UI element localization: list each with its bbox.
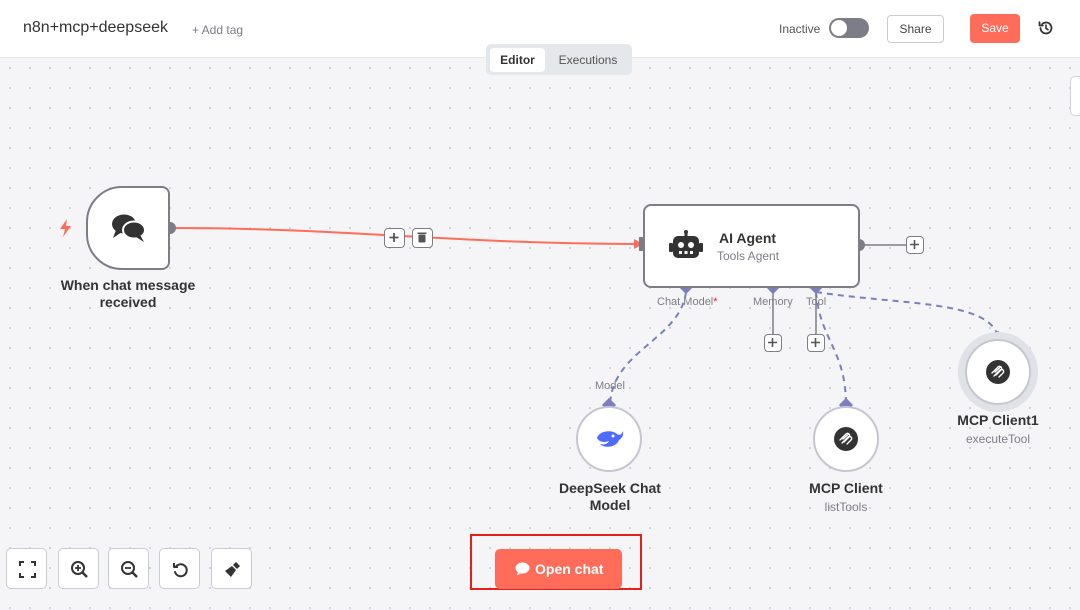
history-icon[interactable] [1037,19,1055,37]
zoom-out-button[interactable] [108,548,149,589]
reset-zoom-button[interactable] [159,548,200,589]
save-button[interactable]: Save [970,14,1020,43]
main-connection [170,227,643,245]
plus-icon [389,233,399,242]
fit-view-icon [19,561,36,578]
agent-add-output-button[interactable] [906,236,924,254]
zoom-in-icon [71,561,88,578]
plus-icon [910,240,919,249]
mcp-client1-subtitle: executeTool [965,432,1031,446]
add-tag-link[interactable]: + Add tag [192,23,244,37]
connection-add-button[interactable] [384,228,405,248]
fit-view-button[interactable] [6,548,47,589]
memory-port-label: Memory [753,296,793,308]
mcp-client1-title: MCP Client1 [957,412,1039,428]
mcp-client-subtitle: listTools [824,500,868,514]
chat-icon [515,562,530,576]
chat-trigger-node[interactable] [86,186,170,270]
ai-agent-title: AI Agent [719,230,777,246]
toggle-knob [831,20,847,36]
plus-icon [768,338,777,347]
model-connection [609,291,687,406]
chat-model-port-text: Chat Model [657,296,714,308]
zoom-in-button[interactable] [58,548,99,589]
chat-bubbles-icon [112,214,146,242]
plus-icon [811,338,820,347]
add-memory-button[interactable] [764,334,782,352]
deepseek-label-line1: DeepSeek Chat [559,480,661,496]
tool-connection-1 [815,291,847,406]
deepseek-label: DeepSeek Chat Model [545,480,675,514]
chat-trigger-label-line1: When chat message [60,277,196,293]
tidy-up-button[interactable] [211,548,252,589]
tool-port-label: Tool [806,296,827,308]
required-marker: * [713,296,718,308]
chat-trigger-label-line2: received [99,294,157,310]
open-chat-button[interactable]: Open chat [495,549,622,589]
active-status-label: Inactive [779,22,821,36]
open-chat-label: Open chat [535,561,604,577]
active-toggle[interactable] [829,18,869,38]
share-button[interactable]: Share [887,15,944,43]
tab-editor[interactable]: Editor [490,48,545,72]
agent-input-port [639,237,646,251]
node-panel-toggle[interactable] [1070,76,1080,116]
robot-icon [669,230,703,258]
undo-icon [173,563,188,578]
broom-icon [225,562,240,577]
view-tabs: Editor Executions [486,44,632,75]
tab-executions[interactable]: Executions [558,53,618,67]
mcp-client-title: MCP Client [809,480,883,496]
mcp-icon [834,427,858,451]
connection-delete-button[interactable] [412,228,433,248]
main-connection-arrow [634,239,643,249]
workflow-canvas[interactable] [0,58,1080,610]
tool-connection-2 [815,291,999,338]
workflow-name[interactable]: n8n+mcp+deepseek [23,19,168,36]
chat-trigger-label: When chat message received [55,277,201,311]
ai-agent-subtitle: Tools Agent [717,249,780,263]
zoom-out-icon [121,561,138,578]
deepseek-whale-icon [597,431,624,447]
chat-model-port-label: Chat Model* [657,296,718,308]
bolt-icon [60,219,71,237]
add-tool-button[interactable] [807,334,825,352]
highlight-box [470,534,642,590]
trash-icon [417,232,427,243]
deepseek-label-line2: Model [589,497,631,513]
mcp-icon [986,360,1010,384]
model-port-label: Model [595,380,625,392]
